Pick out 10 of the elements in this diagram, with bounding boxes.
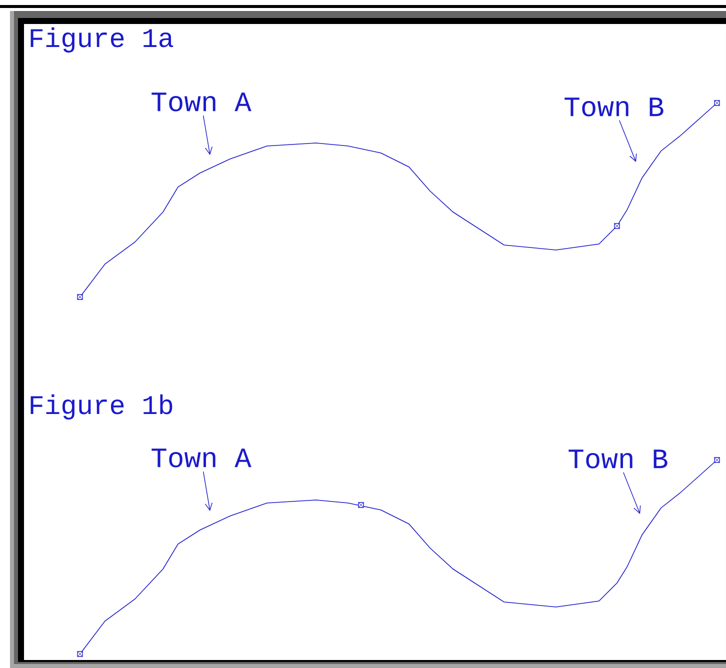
town-label: Town A (152, 92, 252, 112)
leader-arrow (619, 120, 637, 162)
leader-arrow (623, 472, 641, 514)
town-label: Town B (568, 450, 668, 468)
town-label: Town B (564, 98, 664, 116)
leader-arrow (202, 115, 212, 155)
figure-label: Figure 1a (30, 27, 174, 53)
town-label: Town A (152, 448, 252, 468)
leader-arrow (202, 471, 212, 511)
figure-label: Figure 1b (30, 394, 172, 420)
